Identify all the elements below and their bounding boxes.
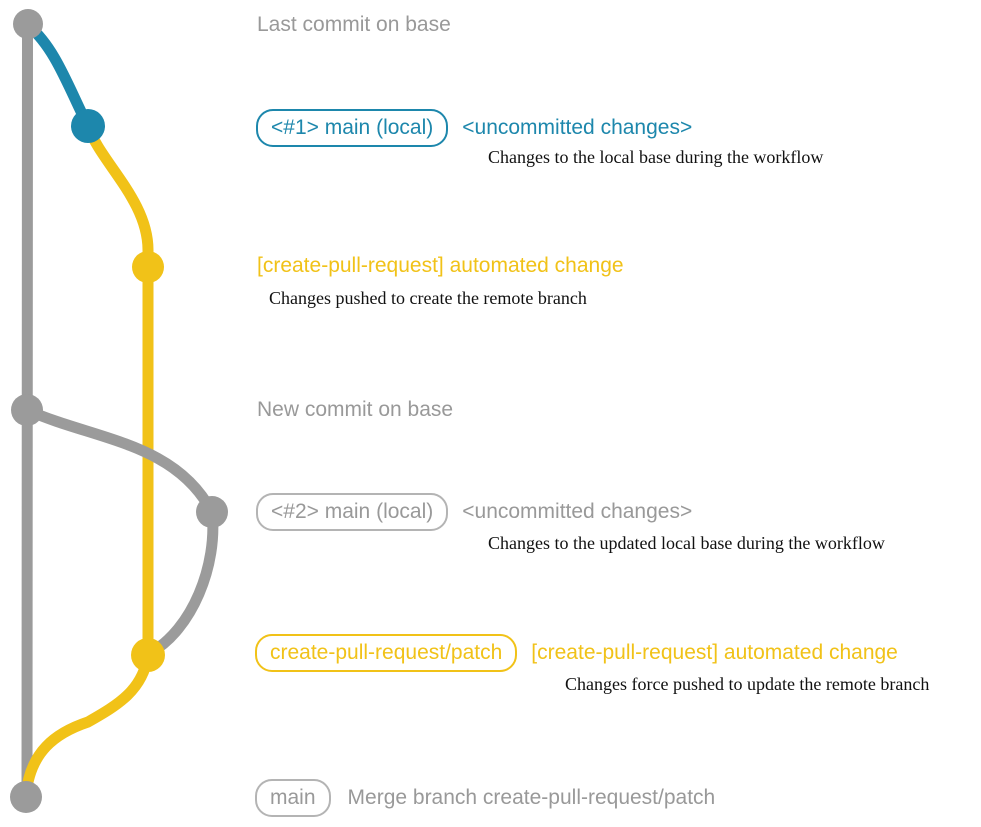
local-main-2-row: <#2> main (local) <uncommitted changes> bbox=[256, 492, 692, 532]
desc-local-base-changes: Changes to the local base during the wor… bbox=[488, 147, 824, 167]
desc-force-pushed-update-branch: Changes force pushed to update the remot… bbox=[565, 674, 930, 694]
merge-branch-label: Merge branch create-pull-request/patch bbox=[347, 786, 716, 809]
patch-branch-line bbox=[82, 120, 154, 661]
commit-node-automated-change-1 bbox=[132, 251, 164, 283]
uncommitted-changes-label-2: <uncommitted changes> bbox=[462, 500, 693, 523]
desc-pushed-create-branch: Changes pushed to create the remote bran… bbox=[269, 288, 587, 308]
commit-graph bbox=[10, 9, 228, 813]
merge-row: main Merge branch create-pull-request/pa… bbox=[255, 778, 715, 818]
patch-merge-curve bbox=[20, 649, 154, 801]
branch-badge-main: main bbox=[255, 779, 331, 817]
automated-change-label-2: [create-pull-request] automated change bbox=[531, 641, 898, 664]
new-commit-label: New commit on base bbox=[257, 398, 454, 421]
local-main-curve bbox=[23, 20, 94, 132]
patch-branch-row: create-pull-request/patch [create-pull-r… bbox=[255, 633, 898, 673]
uncommitted-changes-label-1: <uncommitted changes> bbox=[462, 116, 693, 139]
commit-node-local-main-1 bbox=[71, 109, 105, 143]
automated-change-label-1: [create-pull-request] automated change bbox=[257, 254, 624, 277]
last-commit-label: Last commit on base bbox=[257, 13, 451, 36]
branch-badge-main-local-1: <#1> main (local) bbox=[256, 109, 449, 147]
commit-node-automated-change-2 bbox=[131, 638, 165, 672]
commit-node-local-main-2 bbox=[196, 496, 228, 528]
desc-updated-local-base-changes: Changes to the updated local base during… bbox=[488, 533, 885, 553]
commit-node-merge bbox=[10, 781, 42, 813]
branch-badge-patch: create-pull-request/patch bbox=[255, 634, 518, 672]
commit-node-last-base bbox=[13, 9, 43, 39]
commit-node-new-base bbox=[11, 394, 43, 426]
base-to-local2-curve bbox=[21, 404, 218, 518]
local-main-1-row: <#1> main (local) <uncommitted changes> bbox=[256, 108, 692, 148]
branch-badge-main-local-2: <#2> main (local) bbox=[256, 493, 449, 531]
local2-to-patch-curve bbox=[144, 506, 219, 659]
